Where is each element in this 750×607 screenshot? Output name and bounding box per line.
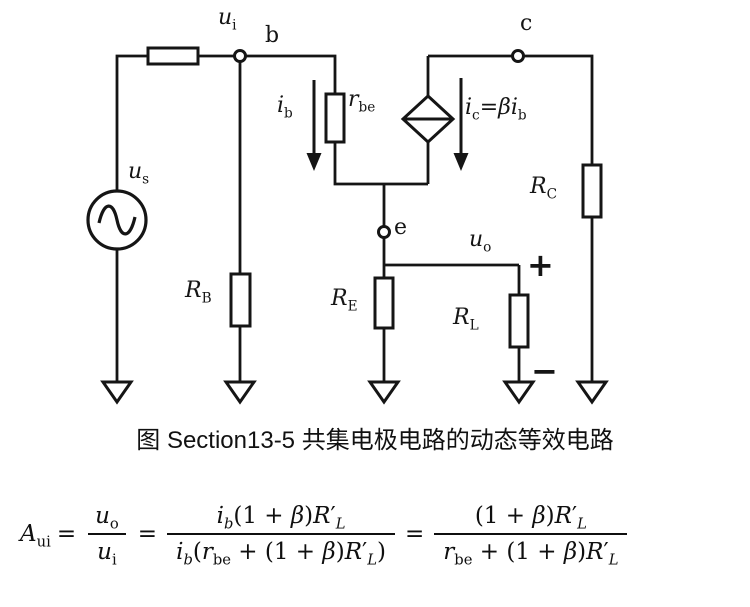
ground-icon [575, 380, 609, 405]
label-ic-beta-ib: ic=βib [465, 95, 527, 124]
label-r-b: RB [185, 278, 212, 307]
resistor-rbe [324, 92, 346, 144]
node-c-dot [511, 49, 525, 63]
current-arrows [306, 78, 469, 171]
ground-icon [502, 380, 536, 405]
ac-source-icon [86, 189, 148, 251]
label-node-b: b [265, 23, 280, 48]
equals-sign: = [137, 521, 158, 547]
minus-sign: − [531, 352, 558, 390]
fraction-denominator: rbe + (1 + β)R′L [434, 533, 628, 567]
ib-arrowhead-icon [306, 153, 322, 171]
formula-lhs: Aui [20, 521, 51, 551]
sine-wave-icon [97, 204, 137, 236]
ic-arrowhead-icon [453, 153, 469, 171]
fraction-denominator: ui [88, 533, 126, 567]
fraction-uo-ui: uo ui [86, 503, 128, 567]
label-u-o: uo [469, 227, 492, 256]
grounds [100, 380, 609, 405]
fraction-denominator: ib(rbe + (1 + β)R′L) [167, 533, 396, 567]
fraction-numerator: (1 + β)R′L [474, 503, 587, 533]
resistor-rb [229, 272, 252, 328]
controlled-source-icon [400, 93, 456, 145]
resistor-rc [581, 163, 603, 219]
label-u-i: ui [218, 5, 237, 34]
equals-sign: = [405, 521, 425, 547]
wire-source-top [115, 54, 148, 191]
label-u-s: us [128, 159, 150, 188]
label-node-c: c [520, 11, 533, 36]
node-e-dot [377, 225, 391, 239]
nodes [233, 49, 525, 239]
label-r-c: RC [530, 174, 558, 203]
resistors [146, 46, 603, 349]
resistor-re [373, 276, 395, 330]
label-r-be: rbe [348, 87, 376, 116]
figure-caption: 图 Section13-5 共集电极电路的动态等效电路 [136, 427, 614, 454]
equals-sign: = [56, 521, 77, 547]
fraction-full: ib(1 + β)R′L ib(rbe + (1 + β)R′L) [167, 503, 396, 567]
resistor-rs [146, 46, 200, 66]
fraction-simplified: (1 + β)R′L rbe + (1 + β)R′L [434, 503, 628, 567]
ground-icon [367, 380, 401, 405]
fraction-numerator: uo [95, 503, 119, 533]
label-i-b: ib [277, 93, 293, 122]
wire-emitter-bar [333, 142, 428, 186]
wire-c-to-rc [428, 54, 594, 165]
plus-sign: + [527, 246, 554, 284]
label-r-l: RL [453, 305, 479, 334]
ground-icon [223, 380, 257, 405]
circuit-diagram [86, 46, 609, 405]
gain-formula: Aui = uo ui = ib(1 + β)R′L ib(rbe + (1 +… [20, 503, 631, 567]
label-node-e: e [394, 215, 408, 240]
node-b-dot [233, 49, 247, 63]
label-r-e: RE [331, 286, 358, 315]
ground-icon [100, 380, 134, 405]
fraction-numerator: ib(1 + β)R′L [216, 503, 346, 533]
resistor-rl [508, 293, 530, 349]
